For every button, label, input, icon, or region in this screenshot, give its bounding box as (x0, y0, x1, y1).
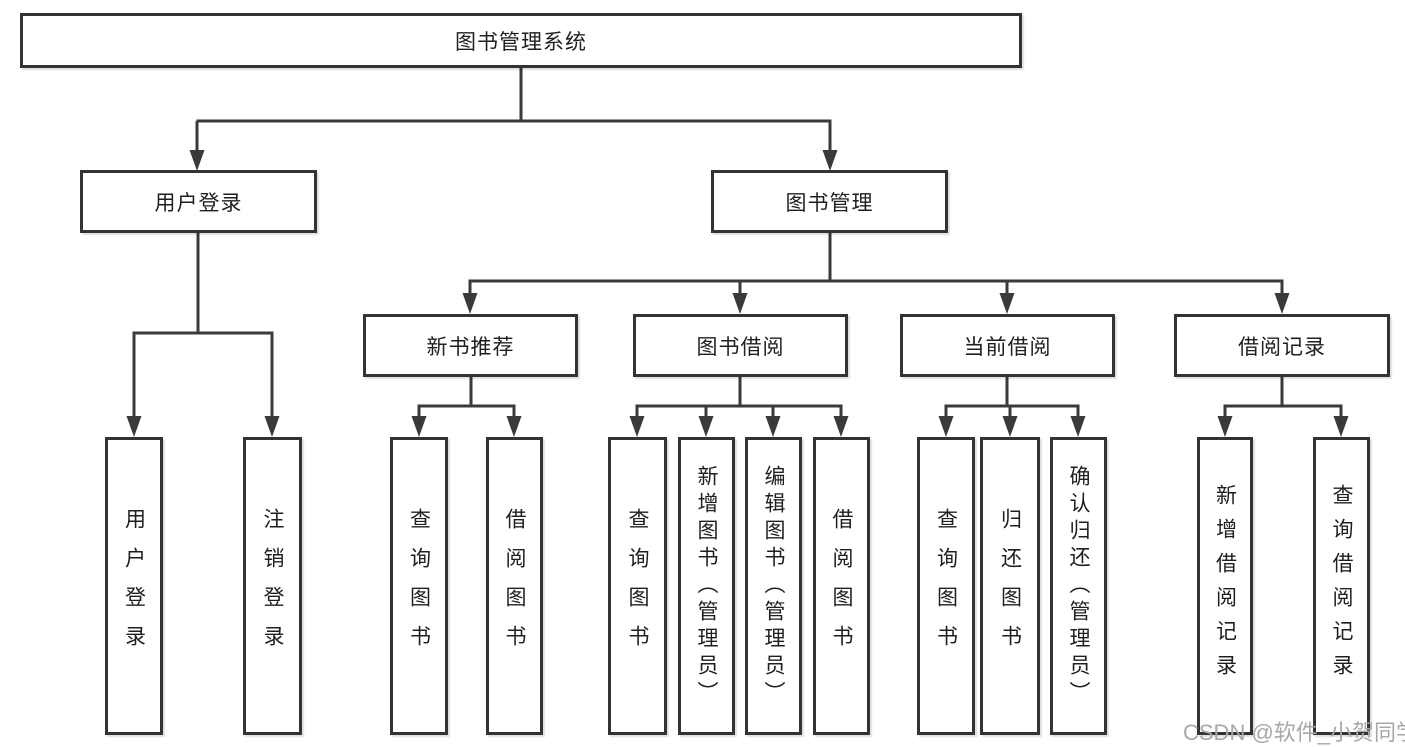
leaf-query-books-current: 查询图书 (917, 437, 975, 735)
leaf-borrow-books-borrowing: 借阅图书 (813, 437, 870, 735)
leaf-add-books-admin: 新增图书（管理员） (678, 437, 735, 735)
node-label: 当前借阅 (963, 335, 1052, 359)
leaf-label: 用户登录 (122, 508, 146, 664)
node-new-book-recommendation: 新书推荐 (363, 314, 578, 377)
leaf-label: 查询借阅记录 (1330, 484, 1353, 688)
node-label: 图书管理 (785, 191, 874, 215)
leaf-query-books-recommend: 查询图书 (390, 437, 448, 735)
leaf-label: 确认归还（管理员） (1067, 464, 1090, 708)
leaf-label: 借阅图书 (503, 508, 526, 664)
leaf-label: 编辑图书（管理员） (762, 464, 785, 708)
leaf-label: 新增图书（管理员） (695, 464, 718, 708)
node-label: 用户登录 (154, 191, 243, 215)
node-borrowing-records: 借阅记录 (1174, 314, 1390, 377)
leaf-label: 查询图书 (407, 508, 431, 664)
leaf-label: 注销登录 (261, 508, 284, 664)
node-library-management-system: 图书管理系统 (20, 13, 1022, 68)
node-label: 新书推荐 (426, 335, 515, 359)
node-label: 图书借阅 (696, 335, 785, 359)
leaf-borrow-books-recommend: 借阅图书 (486, 437, 543, 735)
node-current-borrowing: 当前借阅 (900, 314, 1115, 377)
leaf-label: 查询图书 (934, 508, 958, 664)
leaf-query-books-borrowing: 查询图书 (608, 437, 667, 735)
leaf-label: 归还图书 (998, 508, 1022, 664)
leaf-edit-books-admin: 编辑图书（管理员） (745, 437, 802, 735)
node-label: 图书管理系统 (455, 30, 587, 54)
leaf-add-borrow-record: 新增借阅记录 (1197, 437, 1253, 735)
leaf-label: 借阅图书 (830, 508, 853, 664)
node-book-borrowing: 图书借阅 (633, 314, 848, 377)
watermark: CSDN @软件_小贺同学 (1183, 720, 1405, 745)
leaf-return-books: 归还图书 (980, 437, 1040, 735)
leaf-confirm-return-admin: 确认归还（管理员） (1050, 437, 1107, 735)
leaf-label: 查询图书 (626, 508, 649, 664)
leaf-query-borrow-record: 查询借阅记录 (1313, 437, 1370, 735)
leaf-logout-login: 注销登录 (243, 437, 302, 735)
node-user-login: 用户登录 (80, 170, 317, 233)
node-label: 借阅记录 (1238, 335, 1326, 359)
leaf-label: 新增借阅记录 (1213, 484, 1237, 688)
leaf-user-login: 用户登录 (105, 437, 163, 735)
node-book-management: 图书管理 (711, 170, 948, 233)
